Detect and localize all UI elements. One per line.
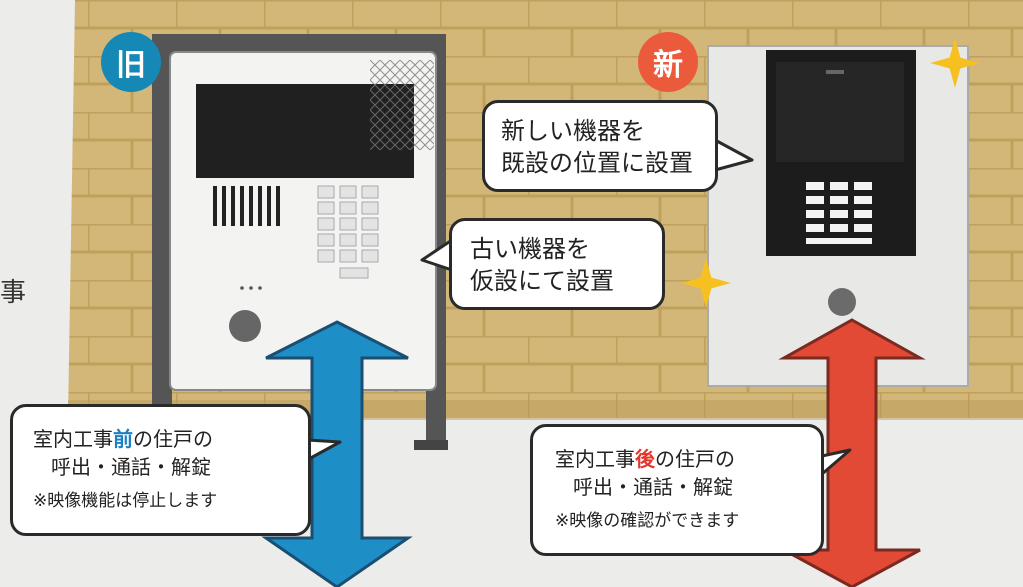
new-camera-lens bbox=[828, 288, 856, 316]
callout-line: 新しい機器を bbox=[501, 117, 645, 145]
new-badge: 新 bbox=[638, 32, 698, 92]
sparkle-icon bbox=[681, 258, 731, 308]
old-keypad bbox=[317, 185, 379, 279]
old-badge: 旧 bbox=[101, 32, 161, 92]
new-device-callout: 新しい機器を 既設の位置に設置 bbox=[482, 100, 718, 192]
side-text: 事 bbox=[0, 278, 27, 308]
before-work-callout: 室内工事前の住戸の 呼出・通話・解錠 ※映像機能は停止します bbox=[10, 404, 311, 536]
callout-line: 古い機器を bbox=[470, 235, 590, 263]
callout-text: の住戸の bbox=[655, 447, 735, 471]
callout-line: 室内工事後の住戸の bbox=[555, 445, 821, 473]
callout-line: 既設の位置に設置 bbox=[501, 149, 693, 177]
old-camera-lens bbox=[229, 310, 261, 342]
callout-line: 室内工事前の住戸の bbox=[33, 425, 308, 453]
after-work-callout: 室内工事後の住戸の 呼出・通話・解錠 ※映像の確認ができます bbox=[530, 424, 824, 556]
old-intercom-panel bbox=[169, 51, 437, 391]
callout-line: 仮設にて設置 bbox=[470, 267, 614, 295]
callout-note: ※映像の確認ができます bbox=[555, 511, 740, 531]
highlight-before: 前 bbox=[113, 427, 133, 451]
callout-note: ※映像機能は停止します bbox=[33, 491, 218, 511]
speaker-grille bbox=[213, 186, 280, 226]
callout-text: 室内工事 bbox=[555, 447, 635, 471]
callout-line: 呼出・通話・解錠 bbox=[51, 455, 211, 479]
sparkle-icon bbox=[930, 38, 980, 88]
double-arrow-red bbox=[778, 318, 926, 587]
old-indicator-dots bbox=[240, 286, 262, 290]
callout-text: の住戸の bbox=[133, 427, 213, 451]
callout-line: 呼出・通話・解錠 bbox=[573, 475, 733, 499]
highlight-after: 後 bbox=[635, 447, 655, 471]
callout-text: 室内工事 bbox=[33, 427, 113, 451]
new-keypad bbox=[806, 182, 872, 244]
old-device-callout: 古い機器を 仮設にて設置 bbox=[449, 218, 665, 310]
double-arrow-blue bbox=[261, 320, 413, 587]
